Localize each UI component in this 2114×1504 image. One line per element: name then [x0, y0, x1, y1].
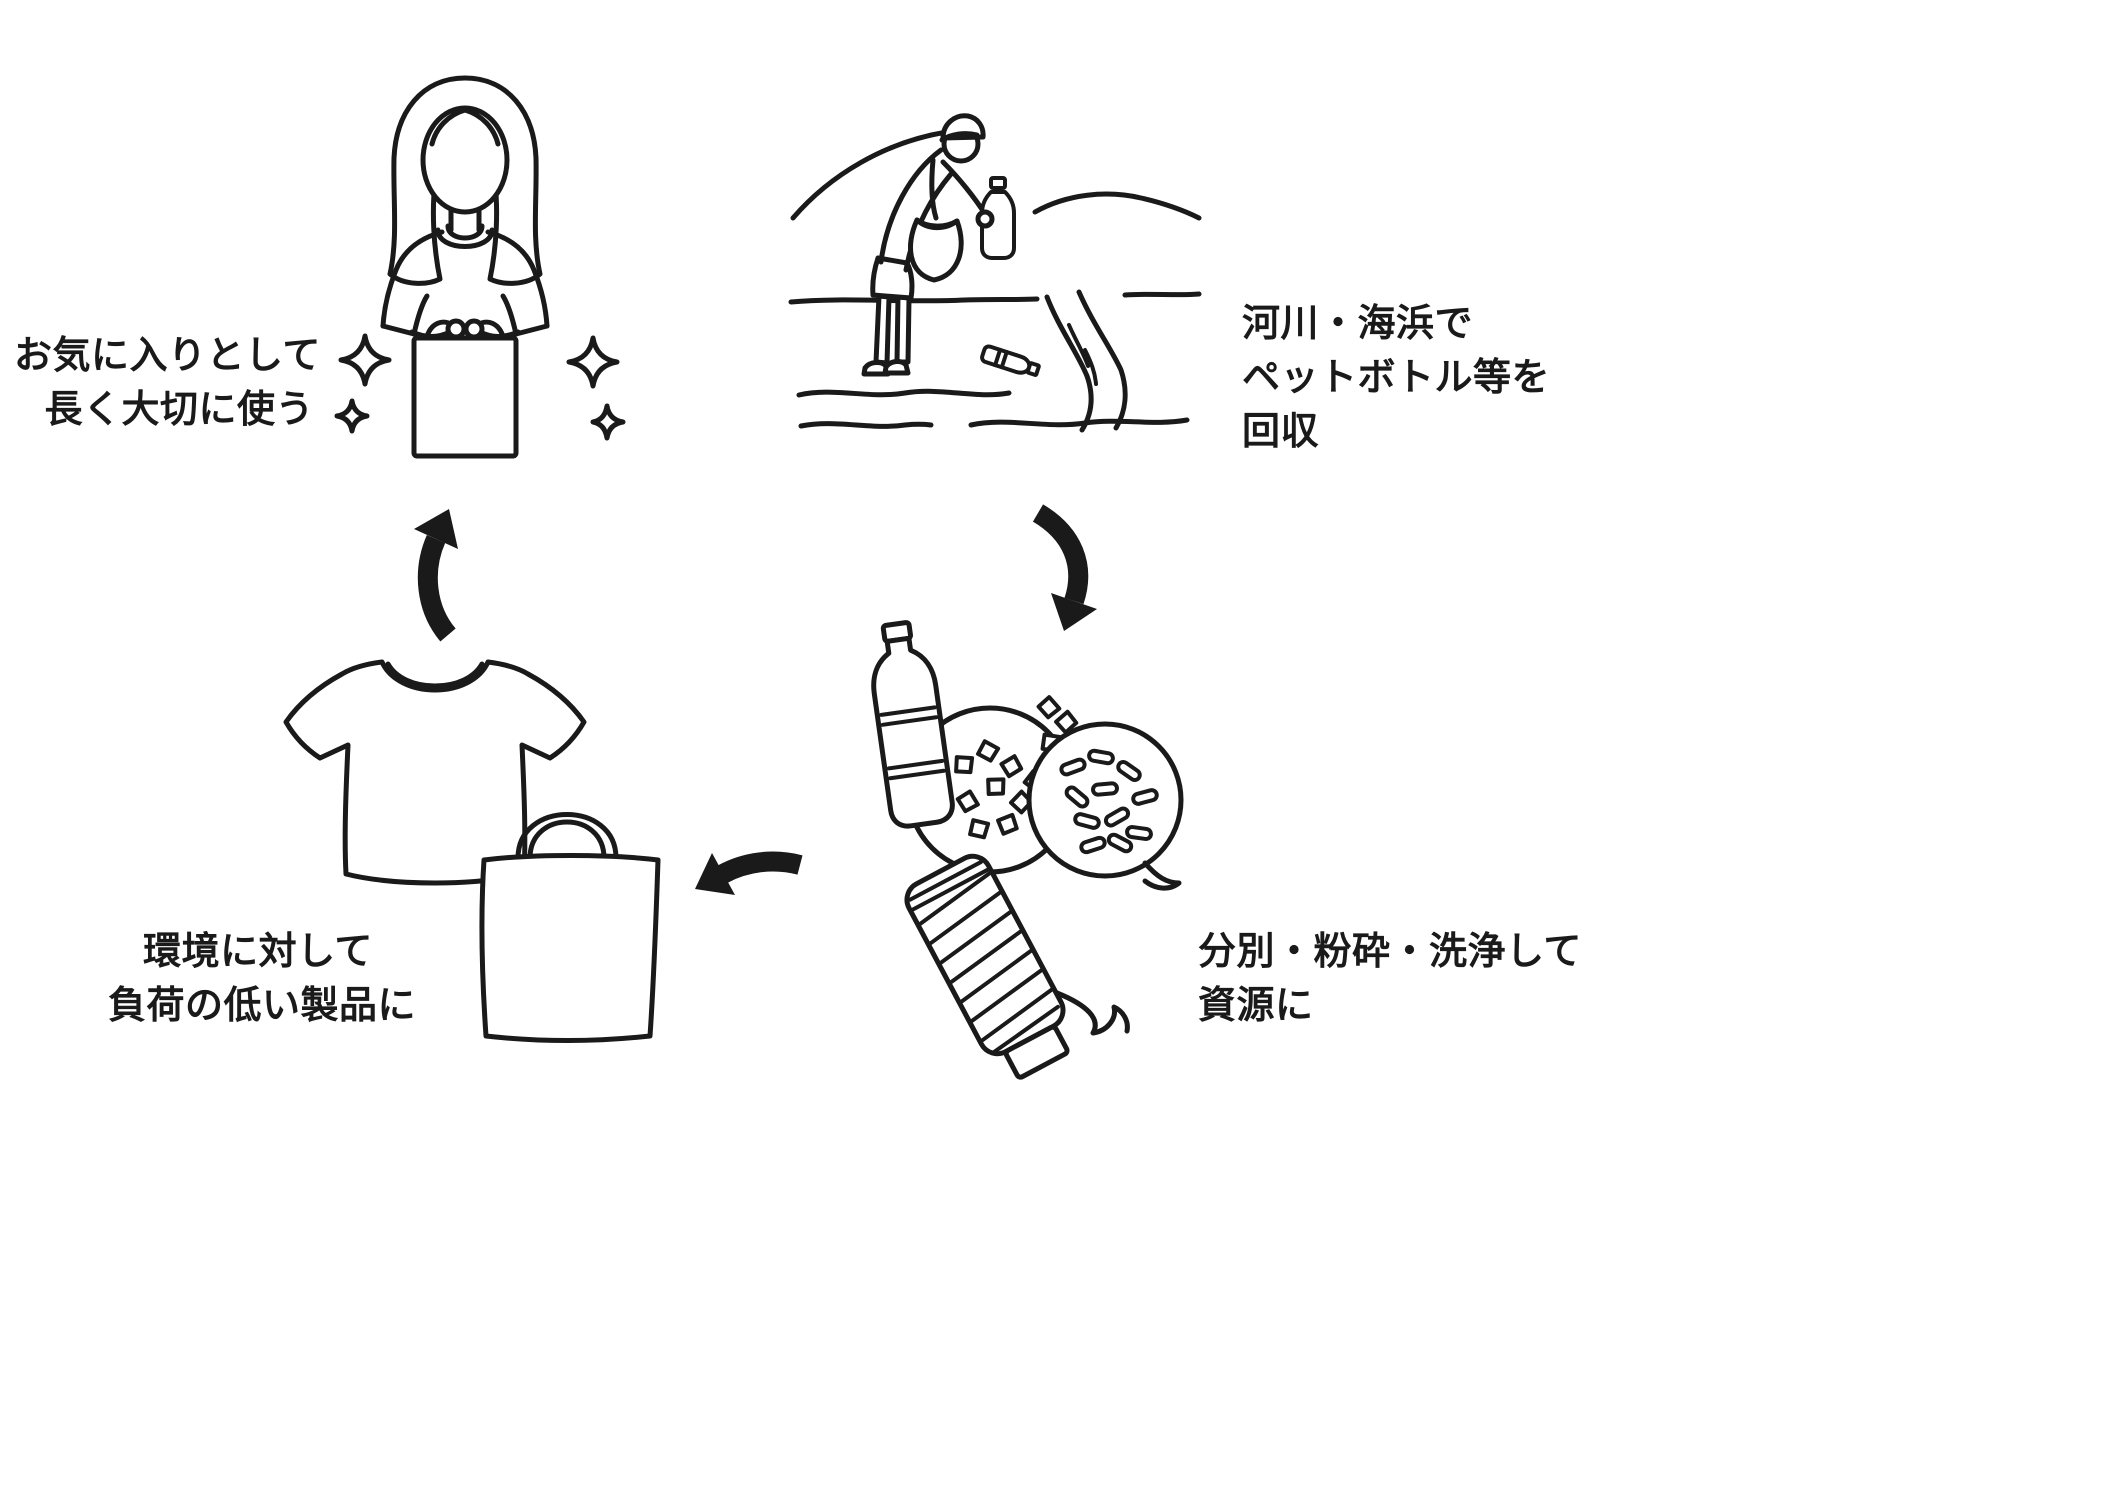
- label-line: 河川・海浜で: [1242, 303, 1474, 345]
- woman-hand: [463, 318, 485, 340]
- sparkle-icon: [590, 403, 626, 441]
- pellets-circle: [1026, 721, 1184, 879]
- arrow-product-to-use: [390, 505, 475, 645]
- arm: [929, 157, 939, 221]
- arrow-left-icon: [695, 851, 803, 895]
- stage-use-illustration: [330, 70, 640, 480]
- products: [283, 659, 661, 1043]
- label-line: 資源に: [1198, 984, 1314, 1027]
- tote-handle: [527, 819, 607, 861]
- arrow-down-icon: [1032, 504, 1097, 631]
- arrow-up-icon: [414, 509, 458, 642]
- label-line: 長く大切に使う: [44, 388, 314, 431]
- stage-product-illustration: [262, 648, 667, 1053]
- woman-torso: [380, 229, 445, 329]
- label-line: 回収: [1242, 410, 1320, 453]
- arrow-process-to-product: [685, 840, 810, 915]
- pet-bottle-held: [980, 190, 1016, 260]
- shoreline: [788, 296, 1040, 305]
- stage-process-illustration: [845, 615, 1190, 1080]
- pet-bottle-held: [989, 176, 1007, 190]
- flakes: [954, 695, 1079, 840]
- wave: [798, 421, 934, 429]
- person-collecting: [861, 113, 1016, 377]
- pet-bottle-on-sand: [980, 344, 1041, 377]
- hand: [975, 209, 995, 229]
- label-line: 負荷の低い製品に: [108, 984, 417, 1027]
- shopping-bag: [411, 335, 519, 459]
- stage-collect-illustration: [785, 100, 1205, 445]
- stage-collect-label: 河川・海浜で ペットボトル等を 回収: [1242, 298, 1550, 460]
- spool-cap: [1003, 1024, 1070, 1080]
- wave: [968, 417, 1190, 428]
- leg: [894, 294, 912, 365]
- stage-product-label: 環境に対して 負荷の低い製品に: [108, 926, 417, 1034]
- recycling-process: [871, 620, 1184, 1080]
- yarn-spool: [904, 853, 1070, 1080]
- label-line: 分別・粉砕・洗浄して: [1198, 931, 1582, 973]
- hill: [790, 129, 950, 221]
- river: [1076, 289, 1128, 431]
- label-line: お気に入りとして: [14, 335, 321, 377]
- foot: [882, 359, 911, 376]
- bubble-tail: [1142, 860, 1182, 891]
- tote-handle: [515, 812, 619, 861]
- woman-hand: [445, 318, 467, 340]
- sparkle-icon: [566, 335, 620, 389]
- pet-bottle: [871, 620, 955, 829]
- beach-cleanup-scene: [788, 113, 1202, 433]
- tote-bag: [479, 853, 661, 1043]
- tshirt-collar: [385, 661, 485, 689]
- leg: [873, 293, 892, 366]
- sparkle-icon: [338, 333, 392, 387]
- hill: [1032, 191, 1202, 221]
- shoreline: [1122, 291, 1202, 298]
- yarn-thread: [1054, 990, 1130, 1036]
- woman-with-bag: [334, 75, 626, 459]
- sparkle-icon: [334, 398, 370, 434]
- shorts: [870, 255, 915, 301]
- label-line: 環境に対して: [143, 931, 373, 973]
- tshirt: [283, 659, 587, 886]
- stage-process-label: 分別・粉砕・洗浄して 資源に: [1198, 926, 1582, 1034]
- trash-bag: [908, 217, 964, 283]
- river: [1044, 294, 1094, 433]
- stage-use-label: お気に入りとして 長く大切に使う: [14, 330, 321, 438]
- pellets: [1059, 748, 1159, 855]
- arm: [940, 159, 988, 217]
- wave: [796, 388, 1012, 398]
- label-line: ペットボトル等を: [1242, 356, 1551, 399]
- woman-face: [420, 105, 510, 215]
- arrow-collect-to-process: [1020, 504, 1115, 640]
